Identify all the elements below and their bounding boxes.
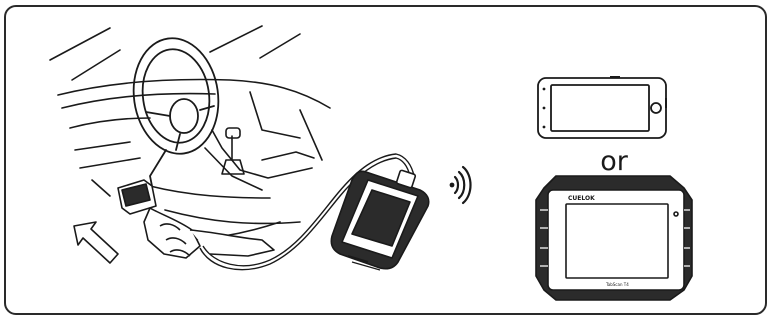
car-interior xyxy=(50,26,330,240)
wireless-signal-icon xyxy=(450,167,471,203)
tablet-brand-label: CUELOK xyxy=(568,195,595,202)
obd-connector-icon xyxy=(118,180,274,258)
steering-wheel-icon xyxy=(126,33,225,186)
or-connector-text: or xyxy=(584,148,644,175)
arrow-icon xyxy=(74,222,118,263)
smartphone-icon xyxy=(538,76,667,138)
tablet-model-label: TabScan T4 xyxy=(605,282,629,287)
